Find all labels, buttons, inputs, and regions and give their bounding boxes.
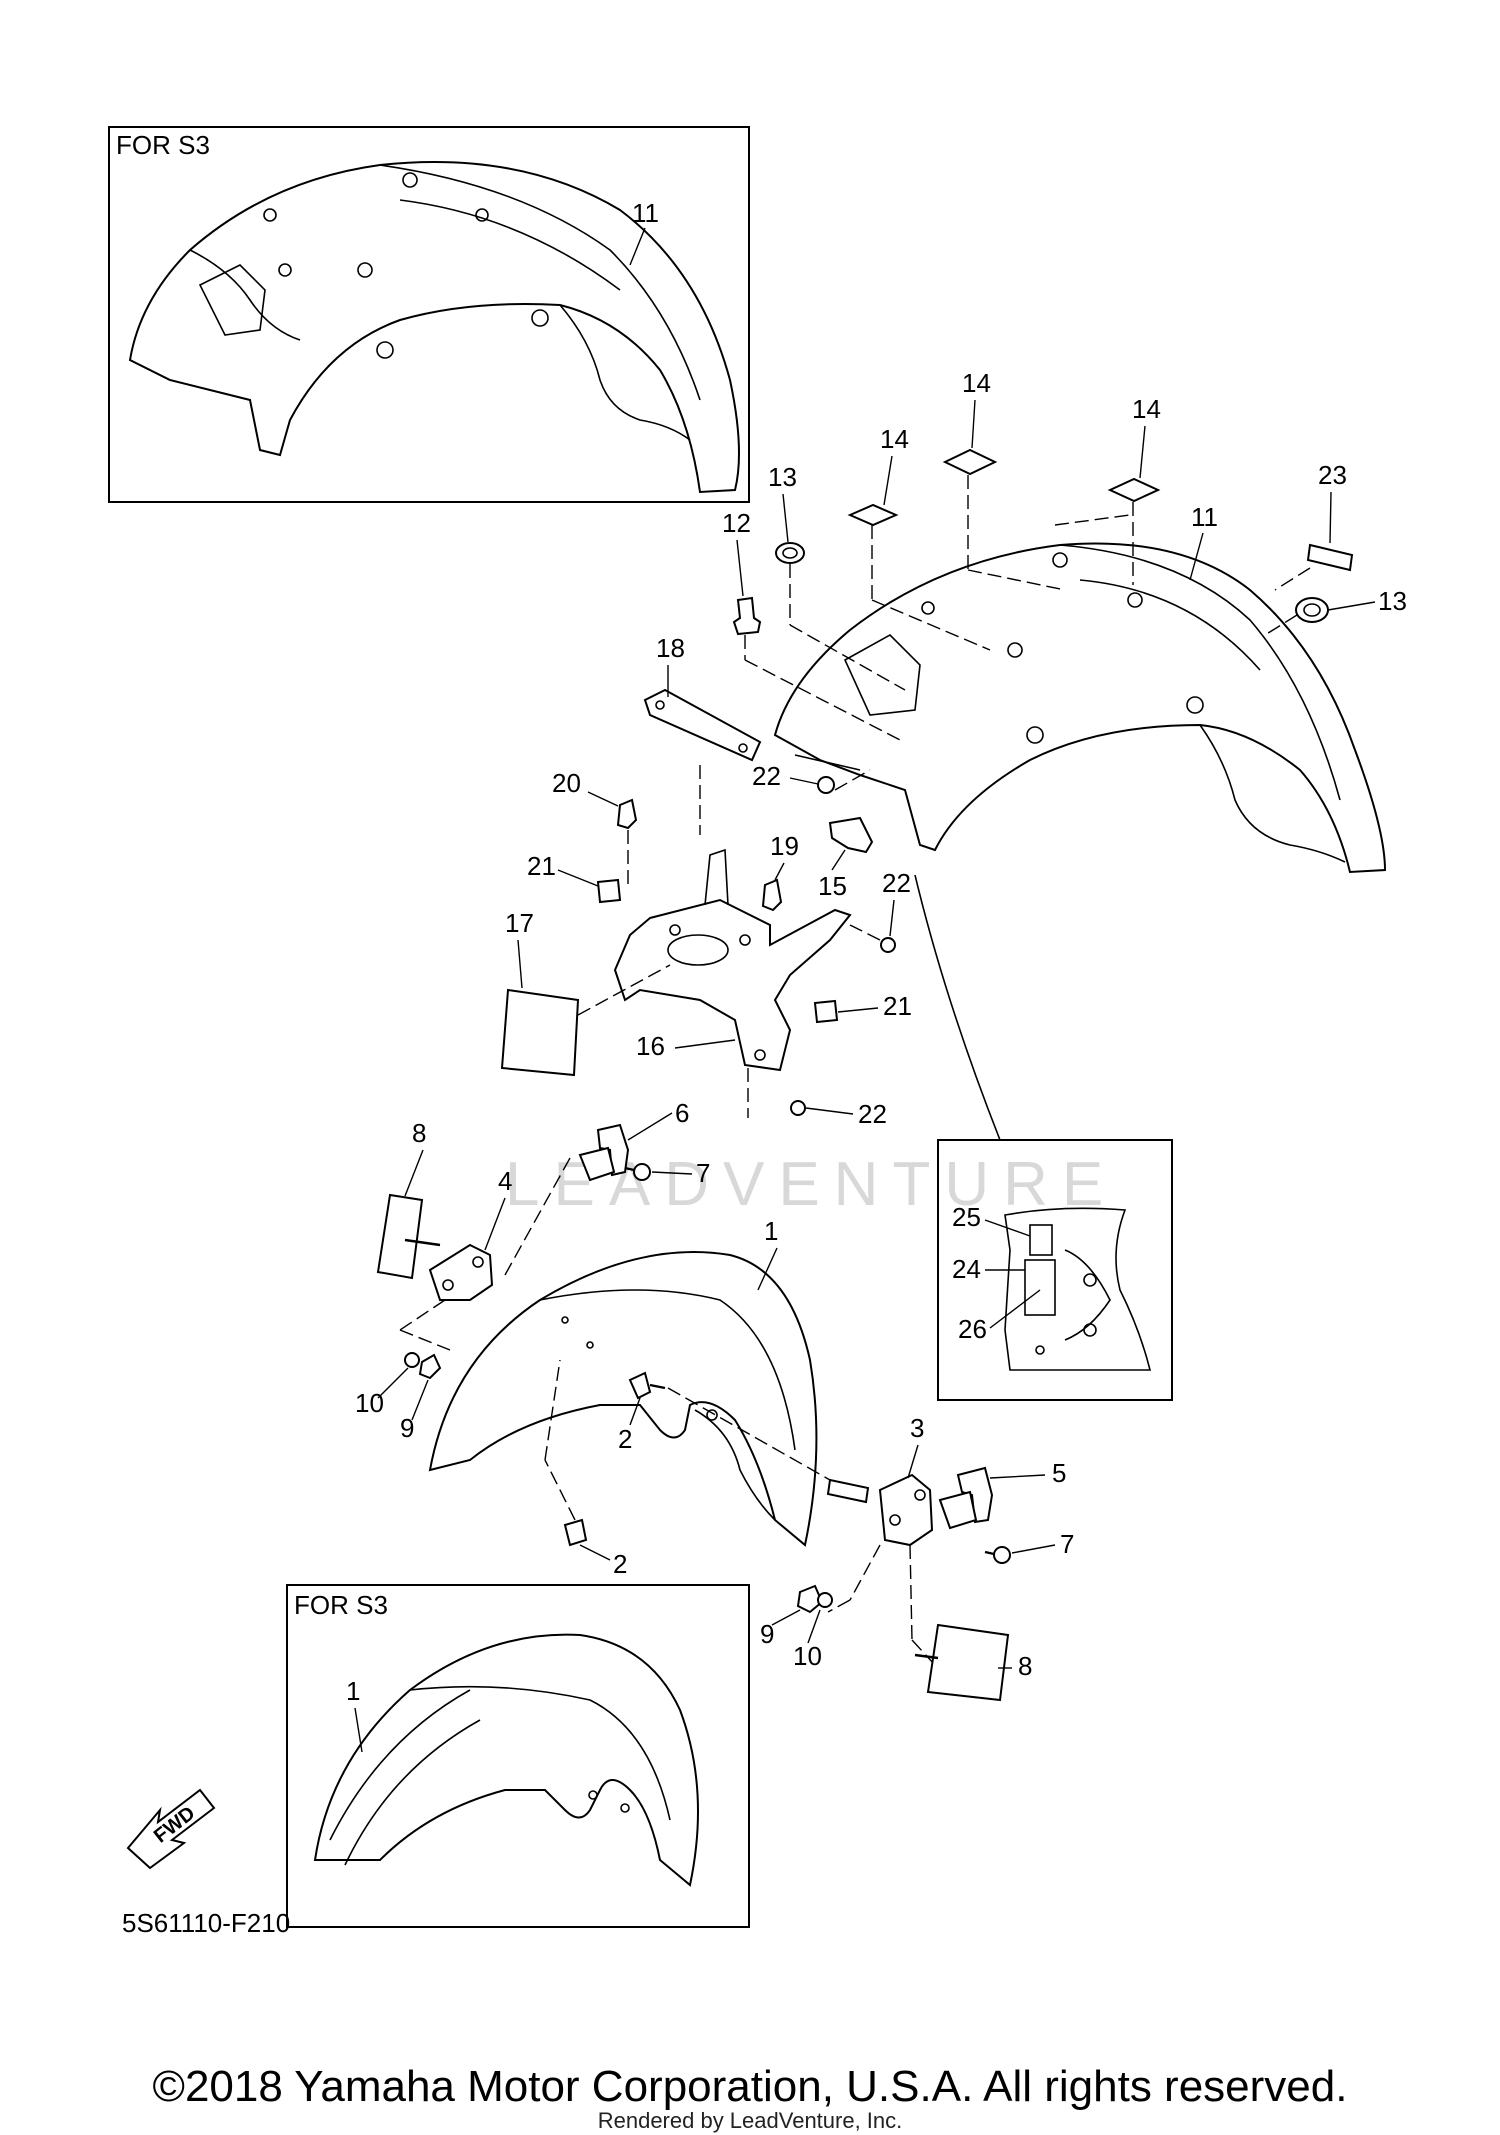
inset-box-rear-fender-s3: FOR S3 11	[108, 126, 750, 503]
pad-21-left	[596, 878, 622, 904]
callout-8-right: 8	[1018, 1651, 1032, 1681]
callout-19: 19	[770, 831, 799, 861]
copyright-notice: ©2018 Yamaha Motor Corporation, U.S.A. A…	[152, 2062, 1348, 2111]
fwd-arrow-icon: FWD	[126, 1788, 216, 1870]
bolt-2-top	[628, 1371, 652, 1400]
hook-6	[578, 1123, 630, 1182]
grommet-13-right	[1295, 597, 1329, 623]
washer-10-right	[817, 1592, 833, 1608]
spacer-right	[826, 1478, 870, 1504]
stay-3-right	[878, 1473, 934, 1547]
callout-7-right: 7	[1060, 1529, 1074, 1559]
clip-12	[732, 596, 762, 636]
callout-18: 18	[656, 633, 685, 663]
washer-10-left	[404, 1352, 420, 1368]
callout-16: 16	[636, 1031, 665, 1061]
callout-2-top: 2	[618, 1424, 632, 1454]
callout-1-inset: 1	[346, 1676, 360, 1706]
stay-4-left	[428, 1243, 494, 1301]
inset-label: FOR S3	[116, 130, 210, 160]
screw-22-bottom	[790, 1100, 806, 1116]
callout-9-right: 9	[760, 1619, 774, 1649]
callout-5: 5	[1052, 1458, 1066, 1488]
inset-label-bottom: FOR S3	[294, 1590, 388, 1620]
callout-15: 15	[818, 871, 847, 901]
callout-20: 20	[552, 768, 581, 798]
callout-22-bottom: 22	[858, 1099, 887, 1129]
callout-14-a: 14	[880, 424, 909, 454]
callout-21-right: 21	[883, 991, 912, 1021]
callout-6: 6	[675, 1098, 689, 1128]
callout-3: 3	[910, 1413, 924, 1443]
callout-10-left: 10	[355, 1388, 384, 1418]
callout-11-inset: 11	[632, 198, 659, 228]
bracket-15	[828, 816, 874, 854]
callout-4: 4	[498, 1166, 512, 1196]
inset-box-front-fender-s3: FOR S3	[286, 1584, 750, 1928]
detail-box-labels	[937, 1139, 1173, 1401]
callout-11-main: 11	[1191, 502, 1218, 532]
rear-fender-main	[773, 542, 1387, 874]
callout-7-left: 7	[696, 1158, 710, 1188]
front-fender-main	[428, 1251, 818, 1547]
callout-24: 24	[952, 1254, 981, 1284]
callout-14-b: 14	[962, 368, 991, 398]
pad-21-right	[813, 999, 839, 1024]
rendered-by-text: Rendered by LeadVenture, Inc.	[597, 2108, 903, 2133]
callout-22-top: 22	[752, 761, 781, 791]
screw-22-top	[817, 776, 835, 794]
callout-25: 25	[952, 1202, 981, 1232]
callout-13-left: 13	[768, 462, 797, 492]
reflector-8-left	[376, 1193, 441, 1280]
label-strip-23	[1306, 543, 1354, 572]
callout-13-right: 13	[1378, 586, 1407, 616]
plate-17	[500, 988, 580, 1077]
nut-9-left	[418, 1353, 442, 1380]
nut-9-right	[796, 1584, 824, 1614]
callout-23: 23	[1318, 460, 1347, 490]
callout-9-left: 9	[400, 1413, 414, 1443]
grommet-13-left	[775, 542, 805, 564]
callout-14-c: 14	[1132, 394, 1161, 424]
bolt-7-right	[984, 1546, 1011, 1564]
callout-1-main: 1	[764, 1216, 778, 1246]
hook-5	[938, 1466, 994, 1530]
callout-10-right: 10	[793, 1641, 822, 1671]
callout-17: 17	[505, 908, 534, 938]
screw-22-right	[880, 937, 896, 953]
clip-20	[616, 798, 638, 830]
callout-21-left: 21	[527, 851, 556, 881]
rear-fender-s3-drawing	[128, 161, 740, 494]
bolt-2-bottom	[563, 1518, 588, 1547]
callout-8-left: 8	[412, 1118, 426, 1148]
clip-19	[761, 878, 783, 912]
bracket-16	[613, 848, 852, 1072]
bolt-7-left	[624, 1163, 651, 1181]
sticker-14-parts	[847, 448, 1161, 651]
catalog-code: 5S61110-F210	[122, 1908, 290, 1938]
callout-22-right: 22	[882, 868, 911, 898]
callout-12: 12	[722, 508, 751, 538]
callout-26: 26	[958, 1314, 987, 1344]
reflector-8-right	[914, 1623, 1010, 1702]
callout-2-bottom: 2	[613, 1549, 627, 1579]
strip-18	[643, 688, 762, 762]
